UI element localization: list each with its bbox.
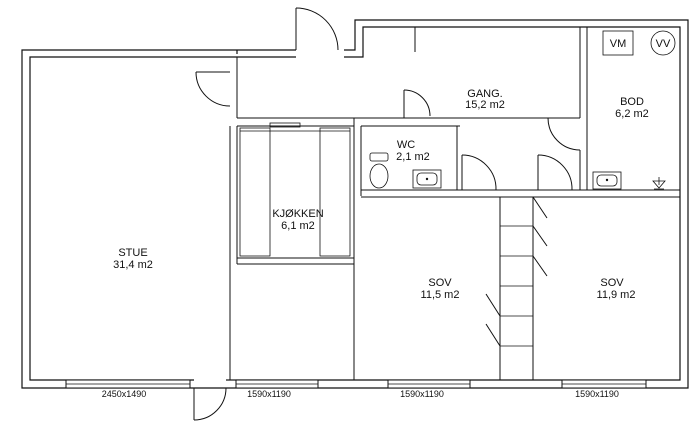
doors [193,7,581,421]
floor-drain-icon [652,177,666,190]
vm-label: VM [610,38,627,50]
interior-walls [229,27,680,380]
room-sov2-name: SOV [600,277,624,289]
room-kjokken-name: KJØKKEN [272,208,323,220]
bod-sink-icon [592,171,622,190]
vv-label: VV [656,38,671,50]
room-bod-name: BOD [620,96,644,108]
room-sov1-name: SOV [428,277,452,289]
window-label-stue: 2450x1490 [102,389,147,399]
windows [65,379,647,389]
window-label-sov1: 1590x1190 [400,389,444,399]
room-bod-area: 6,2 m2 [615,108,649,120]
window-label-kjokken: 1590x1190 [247,389,291,399]
kitchen-counters [239,122,351,257]
room-kjokken-area: 6,1 m2 [281,220,315,232]
room-gang-name: GANG. [467,88,502,100]
room-stue-area: 31,4 m2 [113,259,153,271]
window-labels: 2450x1490 1590x1190 1590x1190 1590x1190 [102,389,619,399]
toilet-icon [369,152,389,189]
room-wc-name: WC [397,139,415,151]
water-heater-circle: VV [650,30,676,56]
exterior-walls [21,19,689,389]
fixtures: VM VV [369,30,676,190]
room-labels: STUE 31,4 m2 KJØKKEN 6,1 m2 WC 2,1 m2 GA… [113,88,649,301]
room-sov2-area: 11,9 m2 [597,289,636,301]
room-stue-name: STUE [118,247,147,259]
wc-sink-icon [412,169,442,189]
room-sov1-area: 11,5 m2 [421,289,460,301]
room-gang-area: 15,2 m2 [465,99,505,111]
washing-machine-box: VM [602,30,634,56]
room-wc-area: 2,1 m2 [396,151,430,163]
window-label-sov2: 1590x1190 [575,389,619,399]
